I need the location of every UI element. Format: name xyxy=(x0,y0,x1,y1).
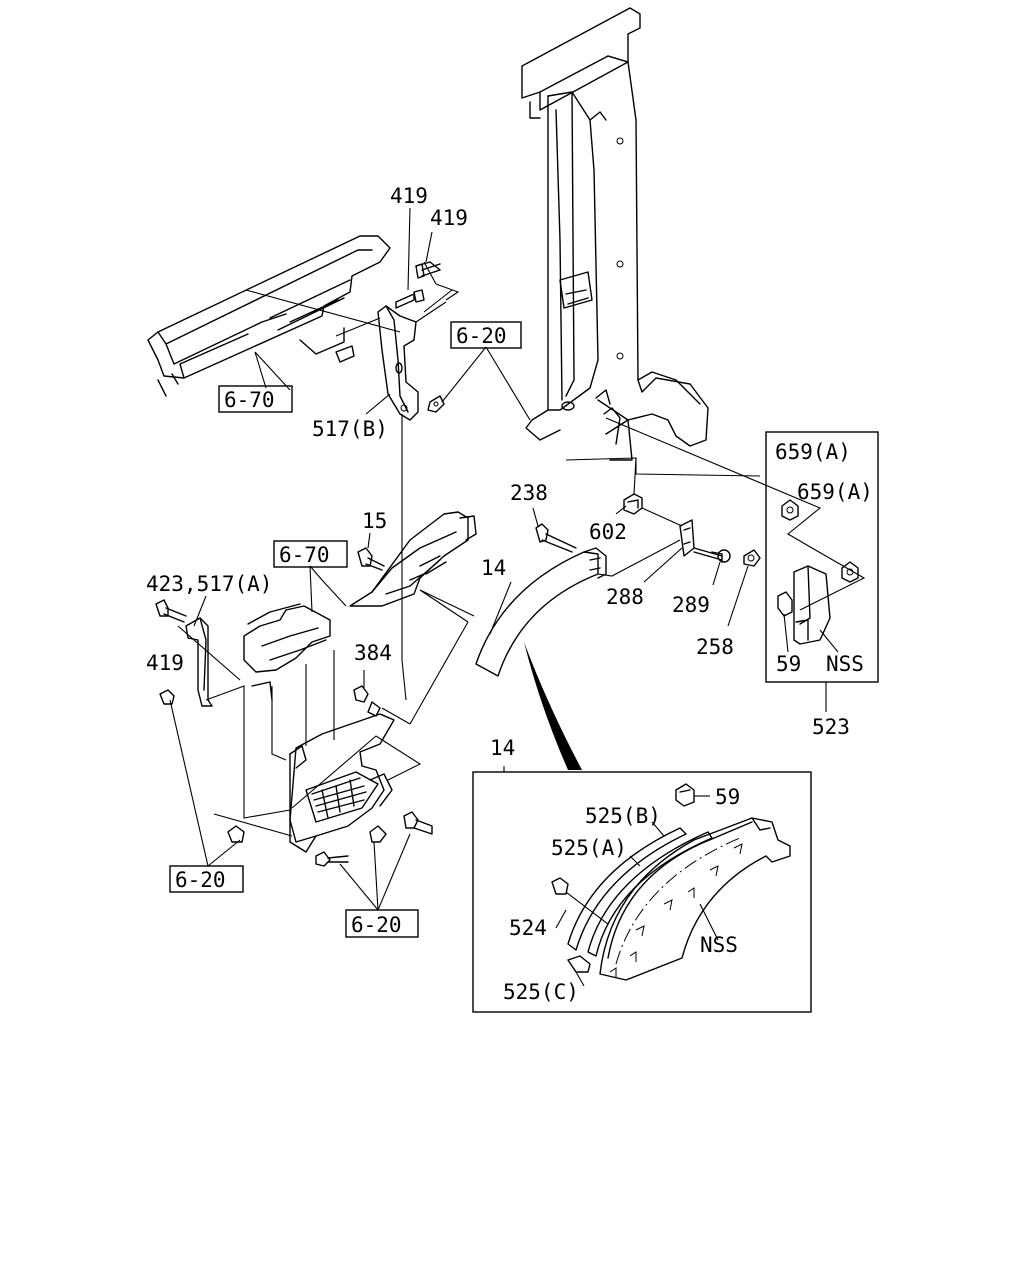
step-rear-panel xyxy=(243,603,331,701)
bolt-419-top xyxy=(395,261,441,309)
label-659a-lower: 659(A) xyxy=(797,480,873,504)
label-238: 238 xyxy=(510,481,548,505)
label-6-20-bottom: 6-20 xyxy=(351,913,402,937)
label-384: 384 xyxy=(354,641,392,665)
roof-rail xyxy=(147,235,391,397)
nut-419-lower xyxy=(159,689,175,705)
label-6-20-top: 6-20 xyxy=(456,324,507,348)
bracket-517a xyxy=(185,617,213,707)
bolt-289 xyxy=(693,547,723,563)
label-14-main: 14 xyxy=(481,556,506,580)
label-517b: 517(B) xyxy=(312,417,388,441)
label-423-517a: 423,517(A) xyxy=(146,572,272,596)
label-288: 288 xyxy=(606,585,644,609)
leader-lines xyxy=(169,207,827,911)
label-6-70-top: 6-70 xyxy=(224,388,275,412)
label-602: 602 xyxy=(589,520,627,544)
label-59-inset: 59 xyxy=(715,785,740,809)
label-659a-upper: 659(A) xyxy=(775,440,851,464)
inset-arrow xyxy=(524,642,582,770)
label-289: 289 xyxy=(672,593,710,617)
label-6-70-middle: 6-70 xyxy=(279,543,330,567)
label-14-inset: 14 xyxy=(490,736,515,760)
upper-trim xyxy=(349,511,477,607)
step-base xyxy=(289,713,395,853)
nut-258 xyxy=(743,549,761,567)
bracket-517b xyxy=(377,305,419,421)
washer xyxy=(717,549,731,563)
label-525b: 525(B) xyxy=(585,804,661,828)
trim-14 xyxy=(475,547,607,677)
label-525c: 525(C) xyxy=(503,980,579,1004)
box-523 xyxy=(765,431,879,683)
label-nss-inset: NSS xyxy=(700,933,738,957)
label-419-second: 419 xyxy=(430,206,468,230)
label-258: 258 xyxy=(696,635,734,659)
label-524: 524 xyxy=(509,916,547,940)
bolt-15 xyxy=(357,547,385,571)
callout-labels: 419 419 6-20 6-70 517(B) 659(A) 659(A) 2… xyxy=(146,184,873,1004)
connector-lines xyxy=(177,261,866,837)
nut-small xyxy=(427,395,445,413)
bolt-384 xyxy=(353,685,381,717)
nut-6-20-lower xyxy=(227,825,245,843)
label-419-left: 419 xyxy=(146,651,184,675)
bolt-238 xyxy=(535,523,577,553)
label-59-box: 59 xyxy=(776,652,801,676)
inset-box-14 xyxy=(472,771,812,1013)
label-523: 523 xyxy=(812,715,850,739)
label-nss-box: NSS xyxy=(826,652,864,676)
bolt-step xyxy=(315,811,433,867)
clip-602 xyxy=(623,493,643,515)
label-6-20-lower-left: 6-20 xyxy=(175,868,226,892)
bracket-288 xyxy=(679,519,695,557)
label-15: 15 xyxy=(362,509,387,533)
label-frames xyxy=(169,321,522,938)
label-525a: 525(A) xyxy=(551,836,627,860)
bolt-423 xyxy=(155,599,187,623)
pillar-panel xyxy=(521,7,709,461)
label-419-top: 419 xyxy=(390,184,428,208)
